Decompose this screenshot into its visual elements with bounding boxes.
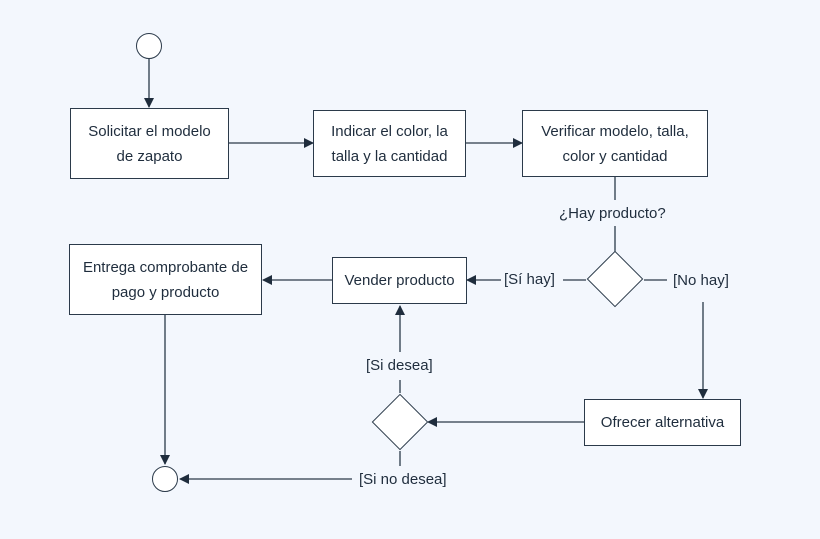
label-si-desea: [Si desea] bbox=[366, 357, 433, 375]
node-vender-text: Vender producto bbox=[344, 272, 455, 289]
node-indicar: Indicar el color, la talla y la cantidad bbox=[313, 110, 466, 177]
node-ofrecer: Ofrecer alternativa bbox=[584, 399, 741, 446]
start-node bbox=[136, 33, 162, 59]
node-solicitar: Solicitar el modelo de zapato bbox=[70, 108, 229, 179]
label-no-hay: [No hay] bbox=[673, 272, 729, 290]
label-si-hay: [Sí hay] bbox=[504, 271, 555, 289]
label-hay-producto: ¿Hay producto? bbox=[559, 205, 666, 223]
node-indicar-text: Indicar el color, la talla y la cantidad bbox=[331, 122, 448, 165]
node-entrega: Entrega comprobante de pago y producto bbox=[69, 244, 262, 315]
label-si-no-desea: [Si no desea] bbox=[359, 471, 447, 489]
node-vender: Vender producto bbox=[332, 257, 467, 304]
node-verificar-text: Verificar modelo, talla, color y cantida… bbox=[541, 122, 689, 165]
node-solicitar-text: Solicitar el modelo de zapato bbox=[88, 122, 211, 165]
end-node bbox=[152, 466, 178, 492]
node-ofrecer-text: Ofrecer alternativa bbox=[600, 414, 725, 431]
node-verificar: Verificar modelo, talla, color y cantida… bbox=[522, 110, 708, 177]
node-entrega-text: Entrega comprobante de pago y producto bbox=[82, 258, 249, 301]
